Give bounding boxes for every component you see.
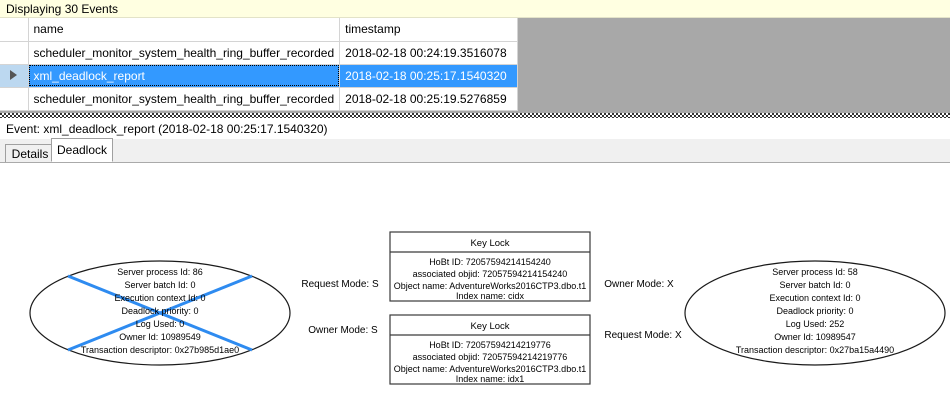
process-left-line-0: Server process Id: 86: [117, 267, 203, 277]
resource-bottom-line-3: Index name: idx1: [456, 374, 525, 384]
cell-timestamp[interactable]: 2018-02-18 00:25:17.1540320: [339, 64, 519, 88]
events-grid-header-row: name timestamp: [0, 18, 519, 42]
resource-top-line-3: Index name: cidx: [456, 291, 525, 301]
edge-left-request-top: Request Mode: S: [301, 279, 379, 290]
process-left-line-5: Owner Id: 10989549: [119, 332, 201, 342]
event-header: Event: xml_deadlock_report (2018-02-18 0…: [0, 119, 950, 139]
resource-bottom-title: Key Lock: [470, 321, 509, 332]
resource-top-line-0: HoBt ID: 72057594214154240: [429, 257, 551, 267]
resource-node-bottom-key-lock[interactable]: Key Lock HoBt ID: 72057594214219776 asso…: [389, 314, 591, 385]
events-caption-bar: Displaying 30 Events: [0, 0, 950, 18]
cell-name[interactable]: scheduler_monitor_system_health_ring_buf…: [28, 87, 341, 111]
resource-bottom-box[interactable]: [389, 314, 591, 385]
process-left-line-3: Deadlock priority: 0: [121, 306, 198, 316]
resource-top-title: Key Lock: [470, 238, 509, 249]
row-selector-cell[interactable]: [0, 41, 29, 65]
process-right-line-0: Server process Id: 58: [772, 267, 858, 277]
process-left-line-4: Log Used: 0: [136, 319, 185, 329]
events-grid-table: name timestamp scheduler_monitor_system_…: [0, 18, 519, 111]
process-node-right[interactable]: Server process Id: 58 Server batch Id: 0…: [684, 260, 946, 366]
deadlock-graph-canvas[interactable]: Request Mode: S Owner Mode: X Owner Mode…: [0, 163, 950, 400]
process-left-line-6: Transaction descriptor: 0x27b985d1ae0: [81, 345, 239, 355]
process-left-line-1: Server batch Id: 0: [124, 280, 195, 290]
column-header-selector[interactable]: [0, 18, 29, 42]
tab-deadlock[interactable]: Deadlock: [51, 138, 113, 162]
edge-bottom-owner-left-label: Owner Mode: S: [308, 325, 378, 336]
resource-bottom-line-2: Object name: AdventureWorks2016CTP3.dbo.…: [394, 364, 586, 374]
event-header-label: Event: xml_deadlock_report (2018-02-18 0…: [6, 122, 328, 136]
events-grid-body: scheduler_monitor_system_health_ring_buf…: [0, 41, 519, 111]
cell-timestamp[interactable]: 2018-02-18 00:25:19.5276859: [339, 87, 519, 111]
resource-top-box[interactable]: [389, 231, 591, 302]
column-header-timestamp[interactable]: timestamp: [339, 18, 519, 42]
edge-right-request-bottom-label: Request Mode: X: [604, 330, 682, 341]
events-grid-header: name timestamp: [0, 18, 519, 42]
resource-bottom-line-0: HoBt ID: 72057594214219776: [429, 340, 551, 350]
edge-top-owner-right: Owner Mode: X: [604, 279, 674, 290]
row-selector-cell[interactable]: [0, 87, 29, 111]
cell-name[interactable]: xml_deadlock_report: [28, 64, 341, 88]
process-right-line-1: Server batch Id: 0: [779, 280, 850, 290]
process-right-line-6: Transaction descriptor: 0x27ba15a4490: [736, 345, 894, 355]
column-header-name[interactable]: name: [28, 18, 341, 42]
resource-node-top-key-lock[interactable]: Key Lock HoBt ID: 72057594214154240 asso…: [389, 231, 591, 302]
resource-top-line-1: associated objid: 72057594214154240: [413, 269, 568, 279]
table-row[interactable]: scheduler_monitor_system_health_ring_buf…: [0, 87, 519, 111]
tabstrip: Details Deadlock: [0, 138, 950, 163]
tab-deadlock-label: Deadlock: [56, 143, 108, 157]
victim-cross-icon: [67, 274, 253, 352]
tab-details-label: Details: [11, 146, 49, 161]
process-node-left[interactable]: Server process Id: 86 Server batch Id: 0…: [29, 260, 291, 366]
process-right-line-4: Log Used: 252: [786, 319, 845, 329]
events-count-label: Displaying 30 Events: [6, 1, 119, 16]
process-node-right-ellipse[interactable]: [684, 260, 946, 366]
cell-name[interactable]: scheduler_monitor_system_health_ring_buf…: [28, 41, 341, 65]
process-left-line-2: Execution context Id: 0: [114, 293, 205, 303]
process-right-line-3: Deadlock priority: 0: [776, 306, 853, 316]
edge-top-owner-right-label: Owner Mode: X: [604, 279, 674, 290]
edge-bottom-owner-left: Owner Mode: S: [308, 325, 378, 336]
edge-left-request-top-label: Request Mode: S: [301, 279, 379, 290]
process-right-line-2: Execution context Id: 0: [769, 293, 860, 303]
deadlock-graph-svg: Request Mode: S Owner Mode: X Owner Mode…: [29, 231, 946, 385]
table-row-selected[interactable]: xml_deadlock_report 2018-02-18 00:25:17.…: [0, 64, 519, 88]
process-right-line-5: Owner Id: 10989547: [774, 332, 856, 342]
row-selector-arrow-icon: [10, 69, 18, 80]
row-selector-cell[interactable]: [0, 64, 29, 88]
table-row[interactable]: scheduler_monitor_system_health_ring_buf…: [0, 41, 519, 65]
events-grid[interactable]: name timestamp scheduler_monitor_system_…: [0, 18, 950, 113]
horizontal-splitter[interactable]: [0, 113, 950, 118]
resource-bottom-line-1: associated objid: 72057594214219776: [413, 352, 568, 362]
resource-top-line-2: Object name: AdventureWorks2016CTP3.dbo.…: [394, 281, 586, 291]
cell-timestamp[interactable]: 2018-02-18 00:24:19.3516078: [339, 41, 519, 65]
edge-right-request-bottom: Request Mode: X: [604, 330, 682, 341]
tab-details[interactable]: Details: [5, 144, 55, 162]
